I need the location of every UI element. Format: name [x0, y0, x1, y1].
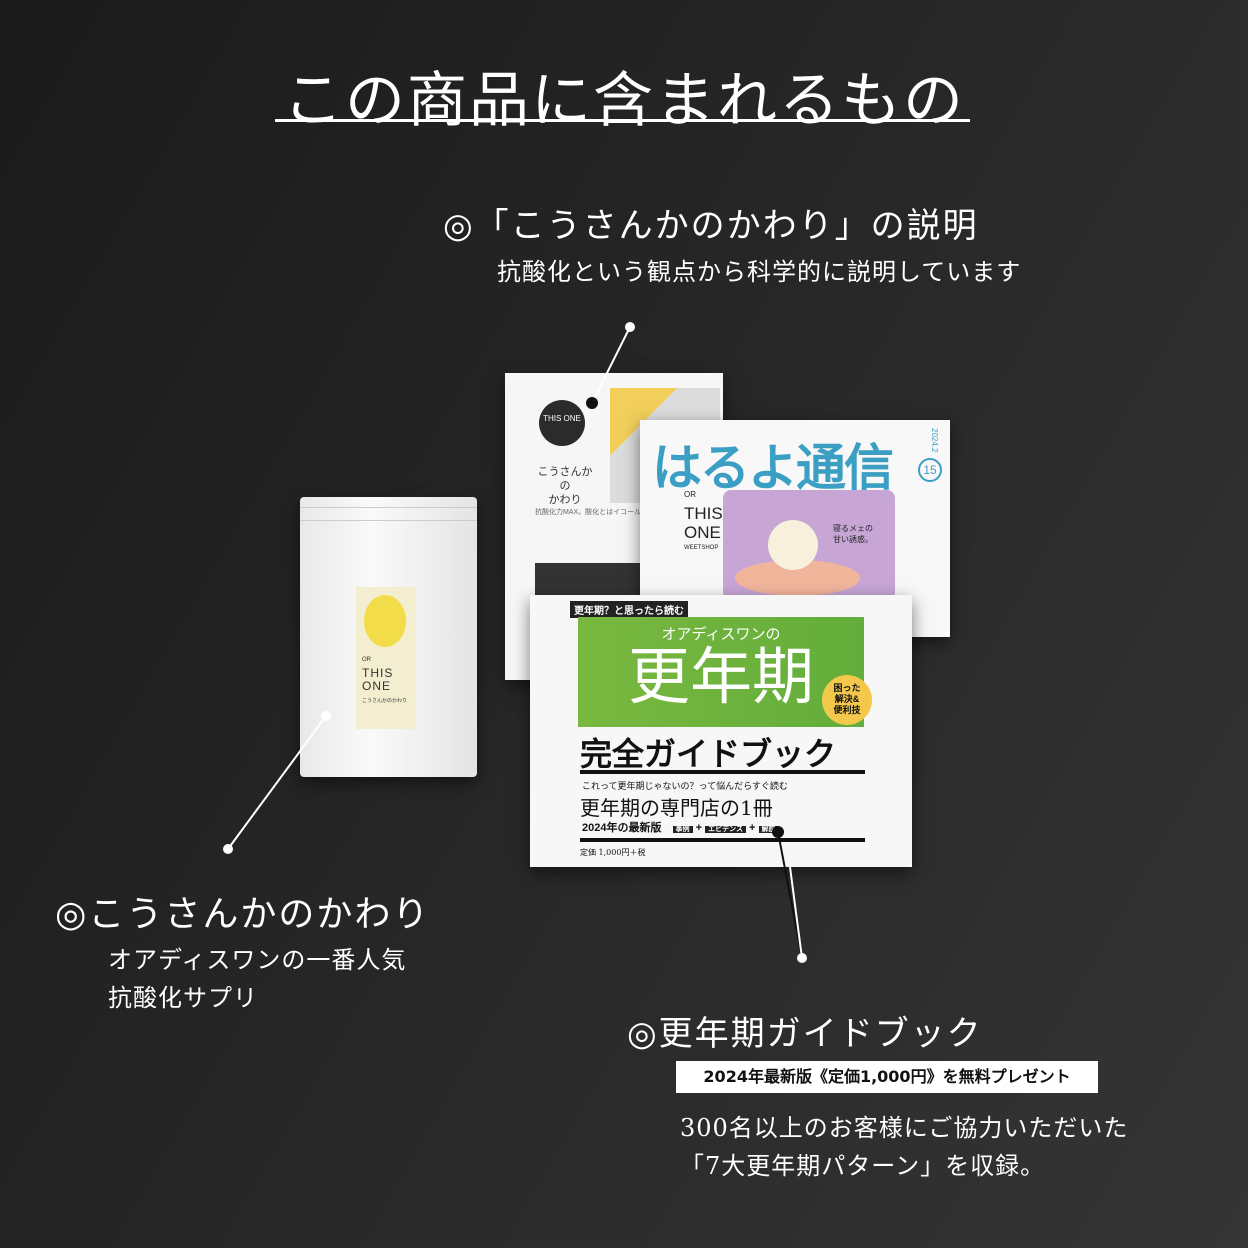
leaflet-body: 抗酸化力MAX。酸化とはイコール老	[535, 509, 649, 516]
pouch-pointer	[227, 715, 327, 850]
guidebook-subtitle: オアディスワンの	[661, 625, 781, 643]
leaflet-logo: THIS ONE	[539, 400, 585, 446]
newsletter-caption: 寝るメェの	[833, 524, 873, 533]
circle-line: 解決&	[834, 694, 860, 704]
pouch-zipper	[300, 507, 477, 521]
newsletter-brand: THIS ONE	[684, 504, 723, 542]
guidebook-circle: 困った解決&便利技	[822, 675, 872, 725]
title-underline	[275, 119, 970, 122]
pointer-dot	[625, 322, 635, 332]
description-line: オアディスワンの一番人気	[108, 946, 407, 974]
guidebook-edition: 2024年の最新版	[582, 822, 662, 834]
chip: 事例	[672, 826, 693, 833]
supplement-description: オアディスワンの一番人気 抗酸化サプリ	[108, 941, 406, 1017]
description-line: 300名以上のお客様にご協力いただいた	[680, 1114, 1129, 1142]
circle-line: 困った	[833, 683, 861, 693]
circle-line: 便利技	[833, 705, 861, 715]
guidebook-tag: 更年期？と思ったら読む	[570, 601, 688, 618]
description-line: 「7大更年期パターン」を収録。	[680, 1152, 1046, 1180]
leaflet-heading: ◎「こうさんかのかわり」の説明	[443, 206, 979, 246]
pouch-name: こうさんかのかわり	[362, 698, 408, 704]
description-line: 抗酸化サプリ	[108, 984, 258, 1012]
leaflet-title-line: こうさんかの	[537, 466, 593, 492]
leaflet-title-line: かわり	[548, 494, 582, 506]
guidebook-green-band: オアディスワンの 更年期	[578, 617, 864, 727]
chip: 解説	[758, 826, 779, 833]
leaflet-pointer	[591, 326, 631, 404]
guidebook-pointer	[777, 831, 803, 959]
supplement-pouch: OR THIS ONE こうさんかのかわり	[300, 497, 477, 777]
pointer-dot	[586, 397, 598, 409]
newsletter-shop: WEETSHOP	[684, 545, 719, 551]
pouch-brand: THIS ONE	[362, 666, 394, 693]
guidebook-price: 定価 1,000円＋税	[580, 848, 646, 857]
newsletter-photo: 寝るメェの甘い誘惑。	[723, 490, 895, 600]
leaflet-description: 抗酸化という観点から科学的に説明しています	[497, 258, 1022, 286]
guidebook-tagline: これって更年期じゃないの？って悩んだらすぐ読む	[582, 782, 788, 792]
newsletter-date: 2024.2	[930, 428, 939, 453]
page-title: この商品に含まれるもの	[283, 66, 965, 136]
pointer-dot	[797, 953, 807, 963]
newsletter-vol: 15	[918, 458, 942, 482]
newsletter-caption: 甘い誘惑。	[833, 535, 873, 544]
newsletter-title: はるよ通信	[652, 440, 894, 496]
pointer-dot	[321, 711, 331, 721]
pointer-dot	[772, 826, 784, 838]
guidebook-headline: 更年期の専門店の1冊	[580, 796, 773, 820]
free-gift-badge: 2024年最新版《定価1,000円》を無料プレゼント	[676, 1061, 1098, 1093]
chip: エビデンス	[705, 826, 746, 833]
menopause-guidebook: 更年期？と思ったら読む オアディスワンの 更年期 困った解決&便利技 完全ガイド…	[530, 595, 912, 867]
guidebook-description: 300名以上のお客様にご協力いただいた 「7大更年期パターン」を収録。	[680, 1109, 1128, 1185]
supplement-heading: ◎こうさんかのかわり	[55, 894, 431, 935]
guidebook-edition-row: 2024年の最新版 事例 + エビデンス + 解説	[582, 819, 779, 835]
guidebook-main-title: 更年期	[627, 640, 814, 713]
newsletter-brand-small: OR	[684, 490, 696, 499]
pouch-brand-small: OR	[362, 657, 371, 663]
guidebook-title: 完全ガイドブック	[580, 736, 837, 772]
lemon-icon	[364, 595, 406, 647]
pouch-label: OR THIS ONE こうさんかのかわり	[356, 587, 416, 729]
guidebook-heading: ◎更年期ガイドブック	[627, 1014, 983, 1054]
pointer-dot	[223, 844, 233, 854]
